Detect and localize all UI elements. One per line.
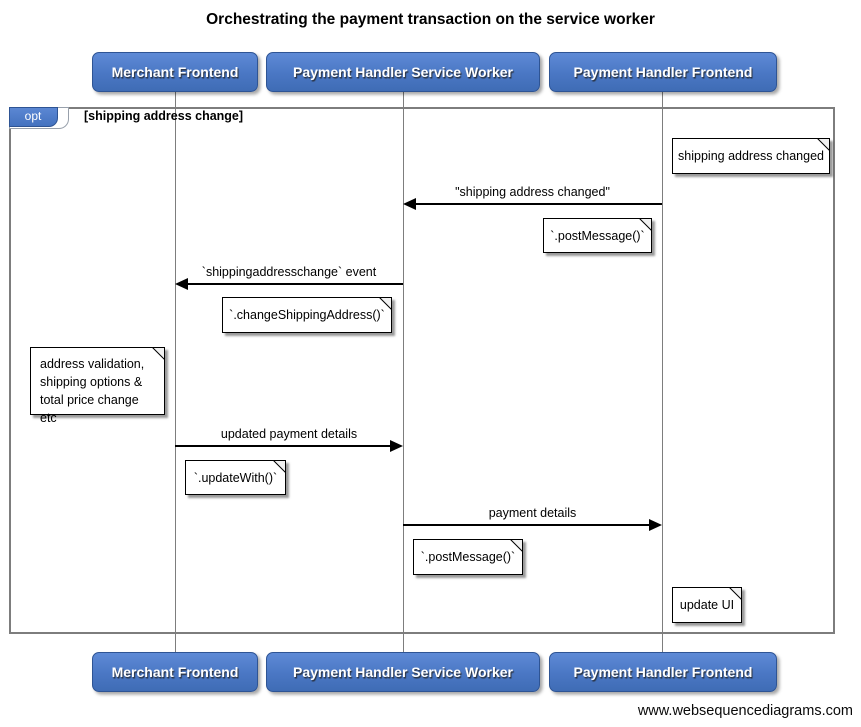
arrowhead-right-icon xyxy=(390,440,403,452)
note-text: `.updateWith()` xyxy=(193,470,278,485)
note-text: update UI xyxy=(679,598,735,612)
message-line xyxy=(414,203,662,205)
note-postmessage-2: `.postMessage()` xyxy=(413,539,523,575)
opt-fragment-frame xyxy=(8,107,835,634)
note-fold-icon xyxy=(510,539,523,552)
opt-operator-label: opt xyxy=(8,107,58,127)
note-line-3: total price change etc xyxy=(40,393,139,426)
arrowhead-left-icon xyxy=(175,278,188,290)
note-fold-icon xyxy=(152,347,165,360)
note-text: shipping address changed xyxy=(678,149,824,163)
note-update-ui: update UI xyxy=(672,587,742,623)
actor-merchant-frontend-bottom: Merchant Frontend xyxy=(92,652,258,692)
message-line xyxy=(403,524,650,526)
message-line xyxy=(187,283,403,285)
websequencediagrams-watermark: www.websequencediagrams.com xyxy=(637,703,853,719)
message-line xyxy=(175,445,391,447)
note-postmessage-1: `.postMessage()` xyxy=(543,218,652,253)
note-fold-icon xyxy=(639,218,652,231)
message-label-shippingaddresschange-event: `shippingaddresschange` event xyxy=(201,265,377,279)
message-label-shipping-address-changed: "shipping address changed" xyxy=(455,185,610,199)
opt-condition-label: [shipping address change] xyxy=(84,109,244,123)
note-shipping-address-changed: shipping address changed xyxy=(672,138,830,174)
note-fold-icon xyxy=(817,138,830,151)
note-line-2: shipping options & xyxy=(40,375,143,390)
note-text: `.postMessage()` xyxy=(420,550,516,564)
note-address-validation: address validation, shipping options & t… xyxy=(30,347,165,425)
note-line-1: address validation, xyxy=(40,357,145,371)
diagram-title: Orchestrating the payment transaction on… xyxy=(206,11,655,28)
actor-payment-handler-service-worker-bottom: Payment Handler Service Worker xyxy=(266,652,540,692)
actor-payment-handler-frontend-top: Payment Handler Frontend xyxy=(549,52,777,92)
note-changeshippingaddress: `.changeShippingAddress()` xyxy=(222,297,392,333)
note-fold-icon xyxy=(273,460,286,473)
note-text: `.postMessage()` xyxy=(550,228,645,243)
message-label-updated-payment-details: updated payment details xyxy=(220,427,358,441)
note-fold-icon xyxy=(729,587,742,600)
lifeline-payment-handler-service-worker xyxy=(402,92,404,652)
note-fold-icon xyxy=(379,297,392,310)
note-updatewith: `.updateWith()` xyxy=(185,460,286,495)
arrowhead-left-icon xyxy=(403,198,416,210)
arrowhead-right-icon xyxy=(649,519,662,531)
actor-payment-handler-frontend-bottom: Payment Handler Frontend xyxy=(549,652,777,692)
lifeline-payment-handler-frontend xyxy=(661,92,663,652)
lifeline-merchant-frontend xyxy=(174,92,176,652)
actor-payment-handler-service-worker-top: Payment Handler Service Worker xyxy=(266,52,540,92)
actor-merchant-frontend-top: Merchant Frontend xyxy=(92,52,258,92)
message-label-payment-details: payment details xyxy=(488,506,577,520)
note-text: `.changeShippingAddress()` xyxy=(229,308,385,322)
